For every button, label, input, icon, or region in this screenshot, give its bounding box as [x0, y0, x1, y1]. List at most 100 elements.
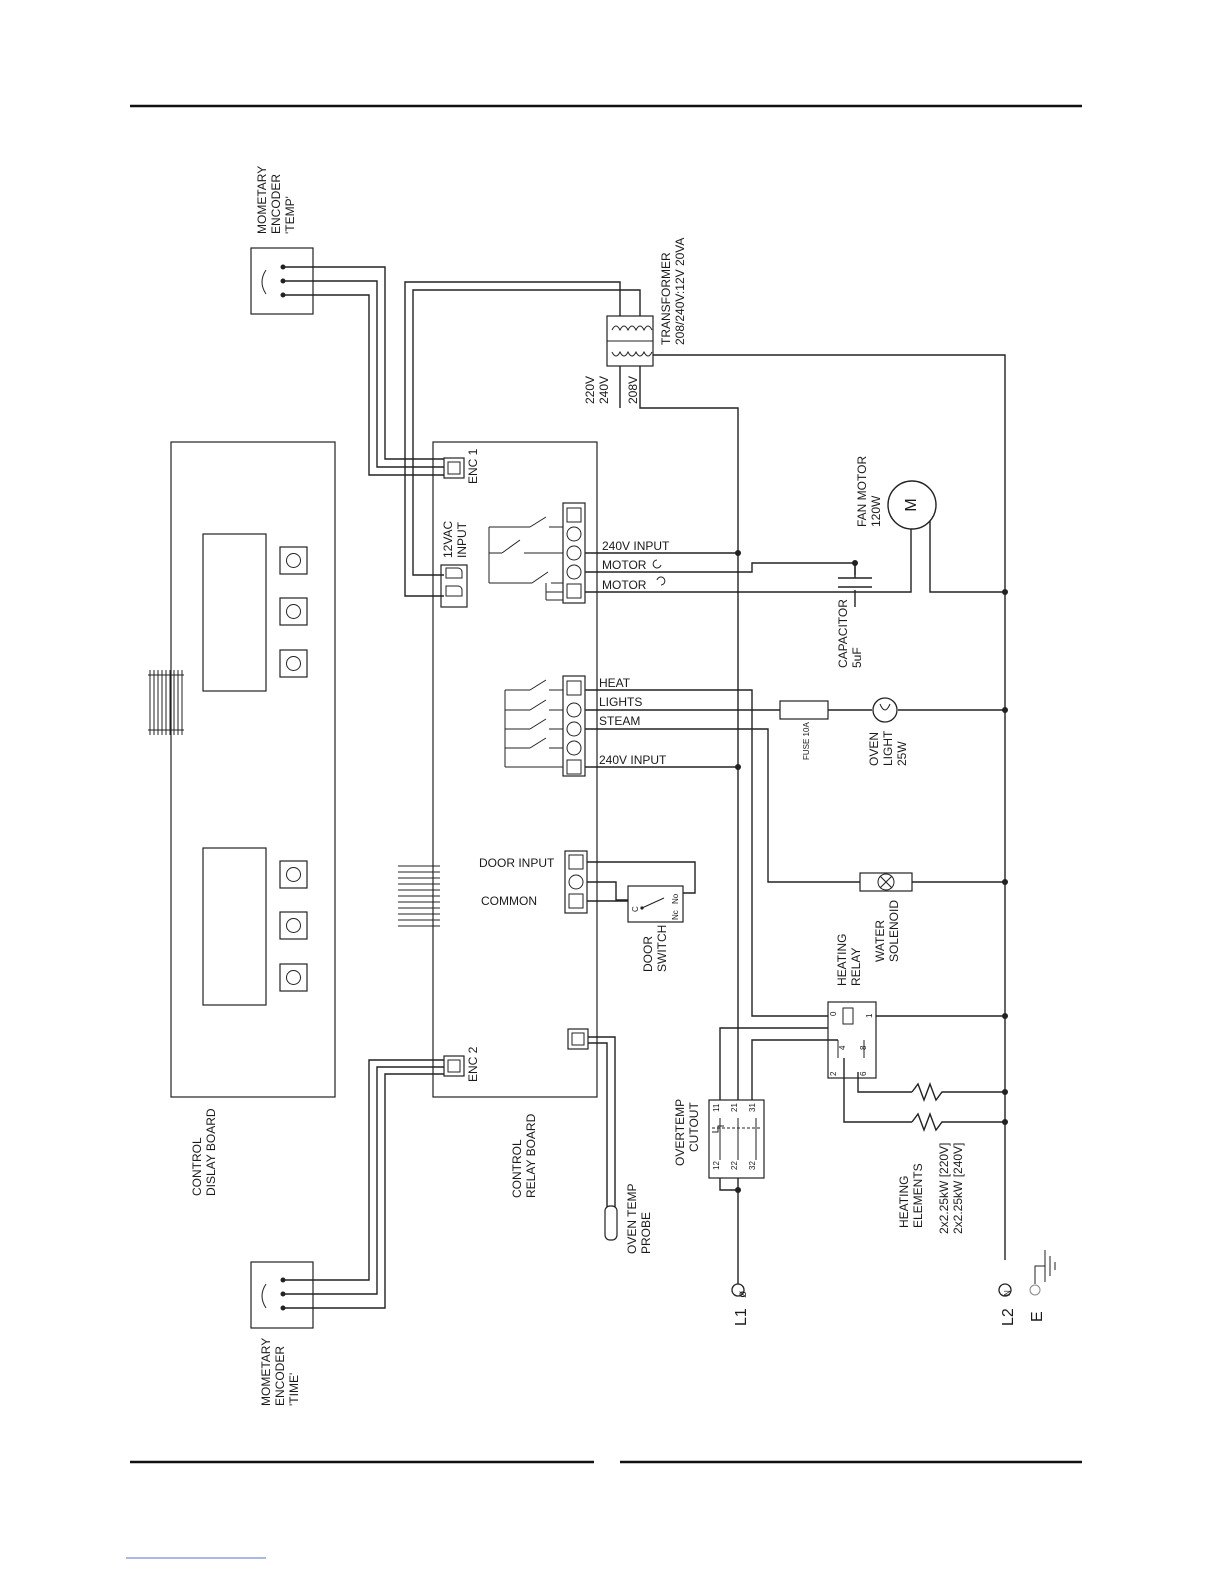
label-common: COMMON — [481, 894, 537, 908]
svg-text:2x2.25kW [240V]: 2x2.25kW [240V] — [951, 1143, 965, 1234]
relay-contacts-bottom — [504, 679, 563, 768]
label-motor-a: MOTOR — [602, 558, 647, 572]
svg-text:8: 8 — [859, 1045, 868, 1050]
svg-text:ELEMENTS: ELEMENTS — [911, 1163, 925, 1228]
svg-text:11: 11 — [712, 1103, 721, 1112]
terminal-block-door — [564, 850, 588, 914]
terminal-l2 — [998, 1283, 1012, 1297]
capacitor — [838, 563, 872, 588]
label-taps: 220V 240V 208V — [583, 376, 640, 404]
label-motor-b: MOTOR — [602, 578, 647, 592]
input-12vac-connector — [440, 564, 468, 608]
svg-text:'TIME': 'TIME' — [287, 1373, 301, 1406]
svg-text:22: 22 — [730, 1161, 739, 1170]
enc1-connector — [443, 457, 465, 479]
svg-text:21: 21 — [730, 1103, 739, 1112]
terminal-earth — [1029, 1284, 1041, 1296]
svg-text:SOLENOID: SOLENOID — [887, 900, 901, 962]
cutout-pin-labels: 11 21 31 12 22 32 — [712, 1103, 757, 1170]
label-switch-c: C — [631, 906, 640, 912]
svg-text:OVEN: OVEN — [867, 732, 881, 766]
label-switch-nc: Nc — [671, 910, 680, 920]
label-oven-light: OVEN LIGHT 25W — [867, 730, 909, 766]
water-solenoid — [859, 872, 913, 892]
label-encoder-time: MOMETARY ENCODER 'TIME' — [259, 1338, 301, 1406]
heating-elements — [911, 1082, 1005, 1132]
svg-text:LIGHT: LIGHT — [881, 730, 895, 766]
label-encoder-temp: MOMETARY ENCODER 'TEMP' — [255, 166, 297, 234]
svg-text:MOMETARY: MOMETARY — [255, 166, 269, 234]
enc2-connector — [443, 1055, 465, 1077]
relay-wiring — [719, 1015, 1005, 1123]
relay-pin-labels: 0 1 4 8 2 6 — [829, 1011, 874, 1076]
svg-text:MOMETARY: MOMETARY — [259, 1338, 273, 1406]
encoder-temp-wires — [283, 266, 444, 476]
svg-text:OVERTEMP: OVERTEMP — [673, 1099, 687, 1166]
supply-wiring — [719, 1178, 739, 1284]
svg-text:5uF: 5uF — [850, 647, 864, 668]
svg-text:CUTOUT: CUTOUT — [687, 1102, 701, 1152]
svg-text:CONTROL: CONTROL — [190, 1137, 204, 1196]
probe-wiring — [588, 1036, 616, 1238]
svg-text:CAPACITOR: CAPACITOR — [836, 599, 850, 668]
label-steam: STEAM — [599, 714, 640, 728]
label-enc2: ENC 2 — [466, 1046, 480, 1082]
svg-text:4: 4 — [838, 1045, 847, 1050]
label-door-input: DOOR INPUT — [479, 856, 555, 870]
svg-text:1: 1 — [865, 1013, 874, 1018]
svg-text:2x2.25kW [220V]: 2x2.25kW [220V] — [937, 1143, 951, 1234]
label-fuse: FUSE 10A — [802, 722, 811, 760]
wiring-top-terminal — [585, 520, 1005, 607]
label-lights: LIGHTS — [599, 695, 642, 709]
terminal-block-top — [562, 502, 586, 604]
label-240v-input-top: 240V INPUT — [602, 539, 670, 553]
relay-contacts-top — [488, 516, 563, 601]
label-l1: L1 — [733, 1308, 750, 1326]
svg-text:HEATING: HEATING — [897, 1176, 911, 1228]
label-earth: E — [1029, 1311, 1046, 1322]
encoder-time-wires — [283, 1059, 444, 1309]
display-ribbon-cable — [148, 670, 184, 735]
label-heat: HEAT — [599, 676, 631, 690]
label-neutral: N — [1003, 1290, 1012, 1296]
svg-text:RELAY: RELAY — [849, 948, 863, 986]
svg-text:240V: 240V — [597, 376, 611, 404]
svg-text:FAN MOTOR: FAN MOTOR — [855, 456, 869, 527]
oven-temp-probe — [604, 1205, 618, 1241]
svg-text:PROBE: PROBE — [639, 1212, 653, 1254]
svg-text:25W: 25W — [895, 741, 909, 766]
label-door-switch: DOOR SWITCH — [641, 925, 669, 972]
terminal-block-bottom — [562, 675, 586, 777]
motor-symbol: M — [903, 498, 920, 511]
door-switch — [627, 885, 684, 923]
overtemp-cutout — [708, 1099, 765, 1179]
motor-a-rotation-icon — [652, 559, 662, 569]
oven-light — [872, 697, 898, 723]
label-switch-no: No — [671, 893, 680, 904]
svg-text:ENCODER: ENCODER — [269, 174, 283, 234]
svg-text:120W: 120W — [869, 495, 883, 527]
svg-text:0: 0 — [829, 1011, 838, 1016]
svg-text:220V: 220V — [583, 376, 597, 404]
earth-symbol — [1034, 1250, 1056, 1284]
door-wiring — [587, 861, 696, 902]
label-oven-temp-probe: OVEN TEMP PROBE — [625, 1184, 653, 1254]
label-heating-elements: HEATING ELEMENTS 2x2.25kW [220V] 2x2.25k… — [897, 1143, 965, 1234]
wiring-bottom-terminal — [585, 689, 1005, 1017]
fuse — [779, 700, 829, 720]
label-l2: L2 — [1000, 1308, 1017, 1326]
label-capacitor: CAPACITOR 5uF — [836, 599, 864, 668]
control-display-board — [170, 441, 336, 1098]
label-overtemp-cutout: OVERTEMP CUTOUT — [673, 1099, 701, 1166]
svg-text:CONTROL: CONTROL — [510, 1139, 524, 1198]
svg-text:HEATING: HEATING — [835, 934, 849, 986]
svg-text:DOOR: DOOR — [641, 936, 655, 972]
fan-motor: M — [887, 480, 937, 530]
terminal-l1 — [731, 1283, 745, 1297]
svg-text:32: 32 — [748, 1161, 757, 1170]
svg-text:12: 12 — [712, 1161, 721, 1170]
label-enc1: ENC 1 — [466, 448, 480, 484]
svg-text:OVEN TEMP: OVEN TEMP — [625, 1184, 639, 1254]
svg-text:DISLAY BOARD: DISLAY BOARD — [204, 1108, 218, 1196]
svg-text:12VAC: 12VAC — [441, 521, 455, 558]
